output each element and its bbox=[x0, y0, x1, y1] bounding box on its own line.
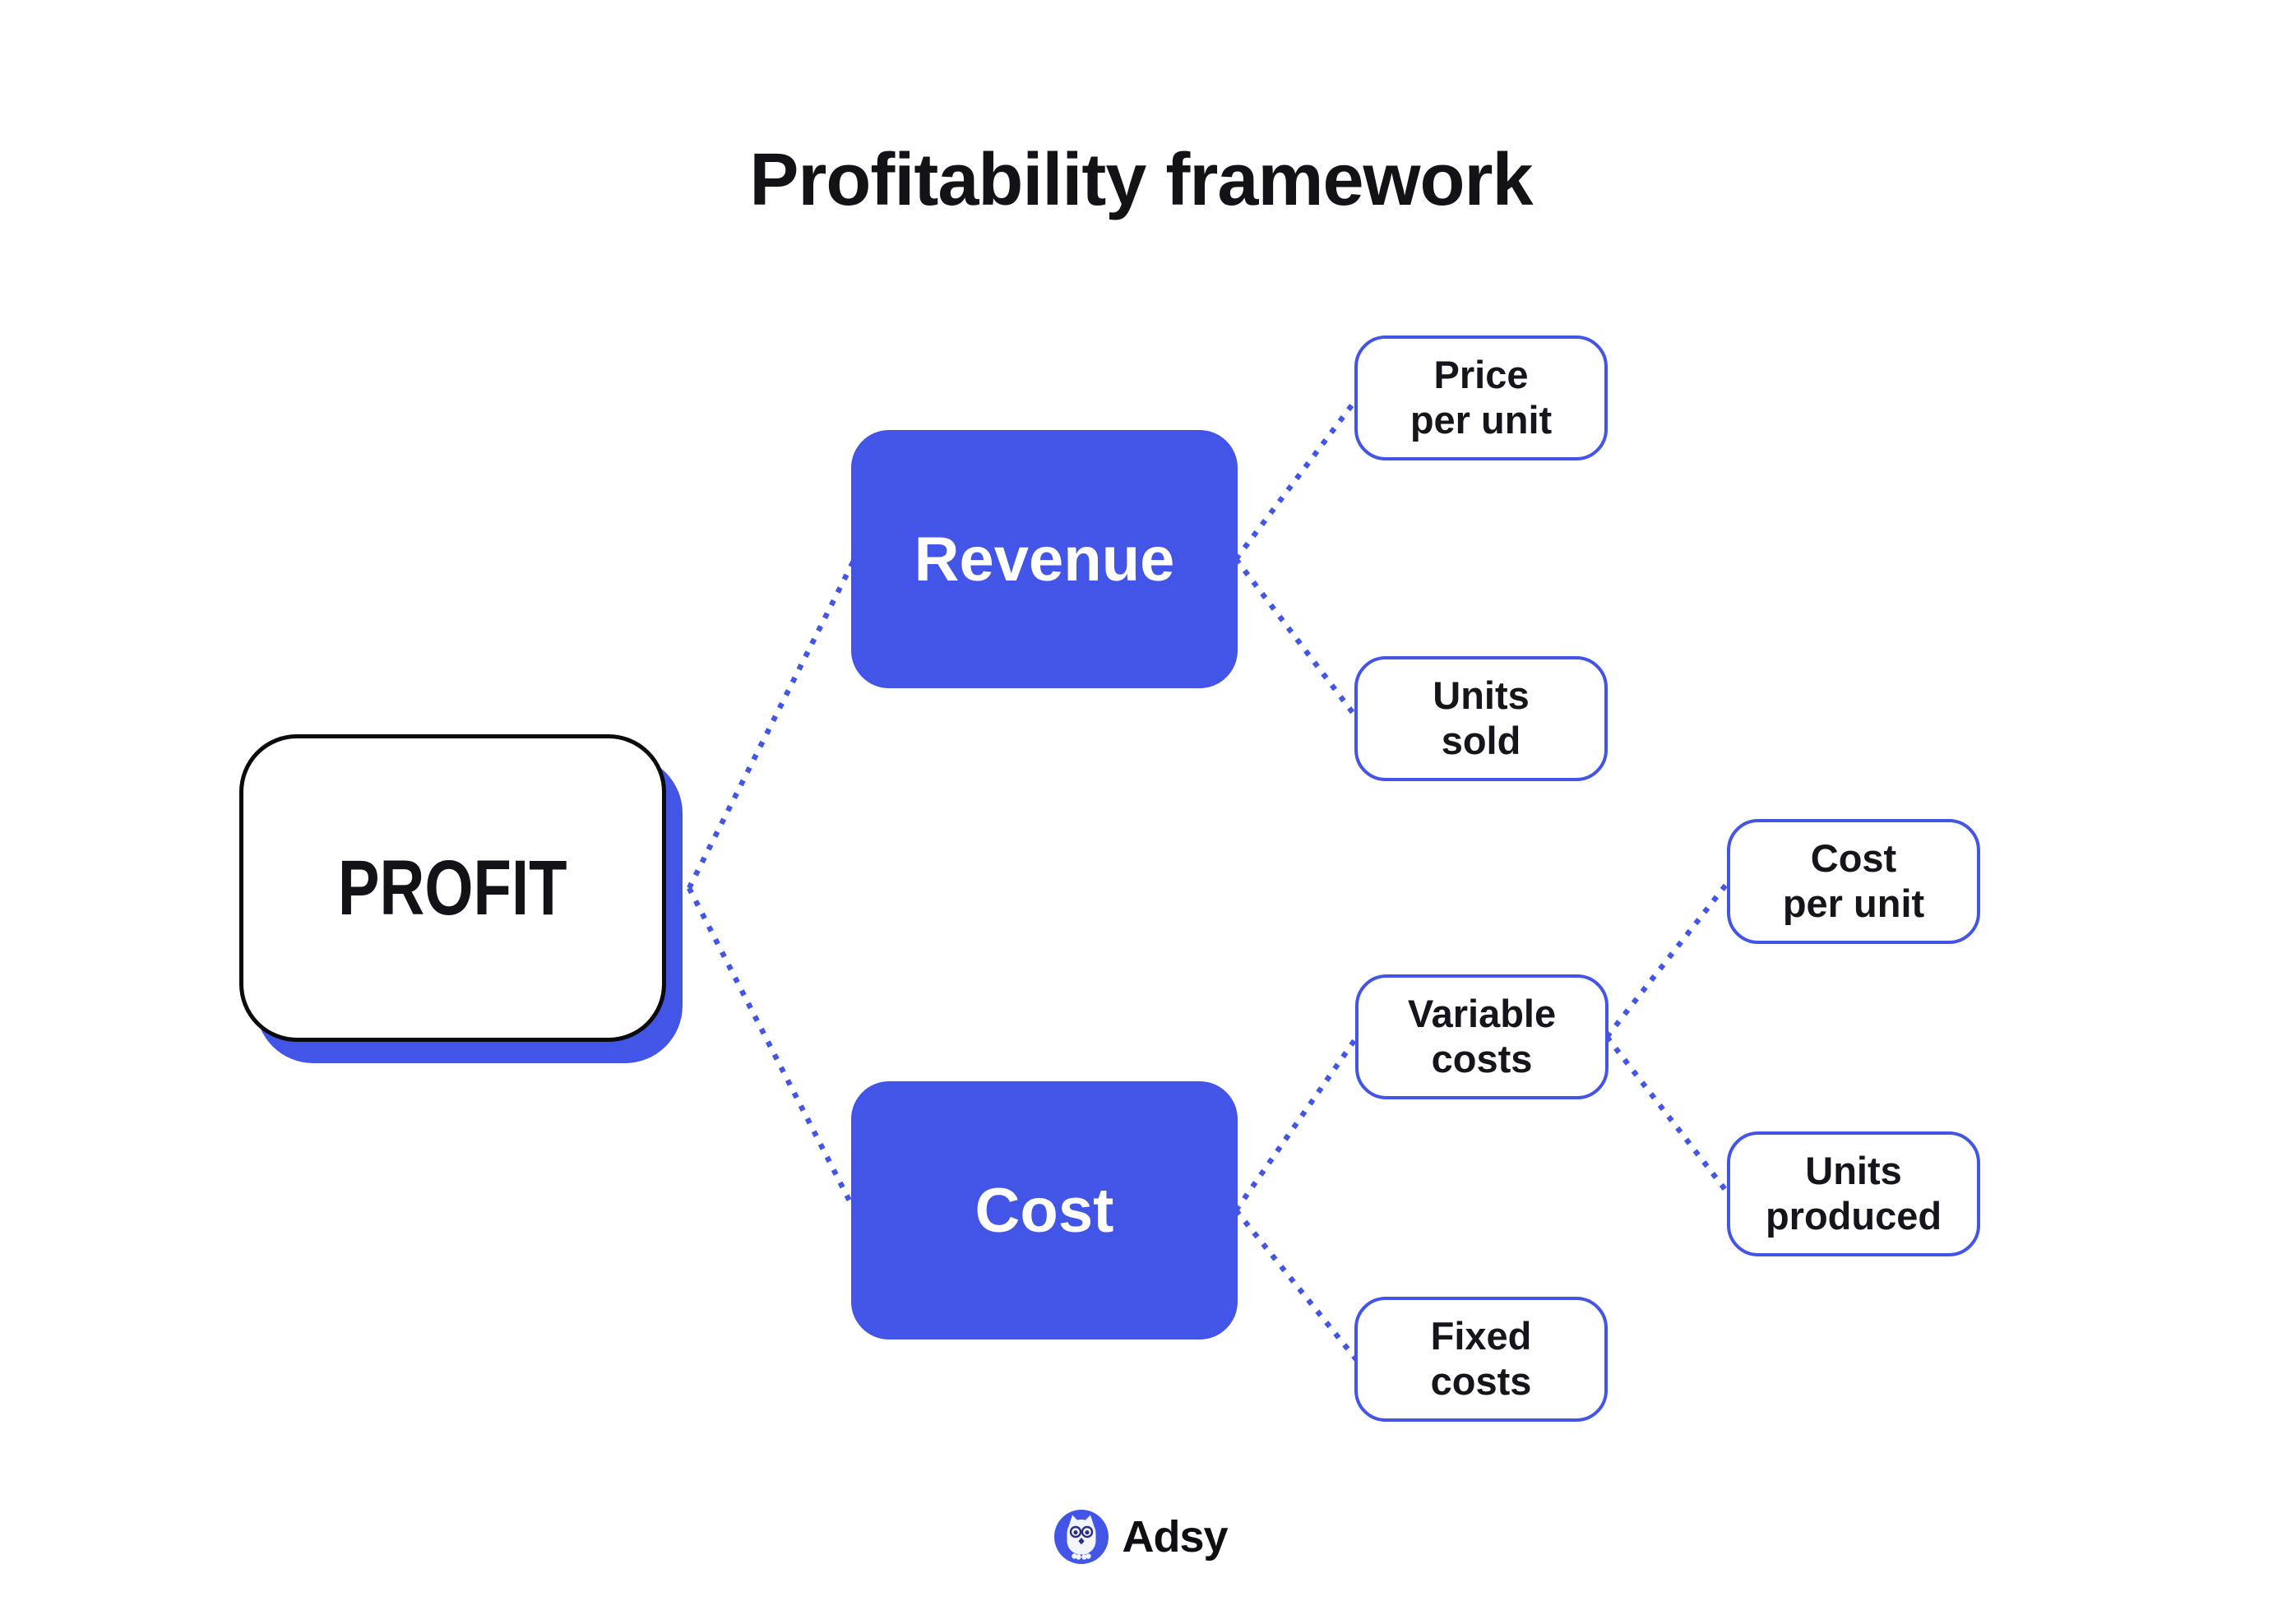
units-produced-node: Units produced bbox=[1727, 1131, 1980, 1256]
fixed-costs-label-line2: costs bbox=[1430, 1359, 1532, 1403]
units-produced-label-line2: produced bbox=[1765, 1194, 1942, 1238]
edge-revenue-units-sold bbox=[1234, 558, 1359, 719]
units-produced-label-line1: Units bbox=[1805, 1149, 1902, 1193]
brand-footer: Adsy bbox=[0, 1510, 2282, 1564]
edge-revenue-price-per-unit bbox=[1234, 398, 1359, 561]
edge-profit-cost bbox=[687, 886, 856, 1210]
units-sold-label-line1: Units bbox=[1433, 673, 1530, 718]
revenue-node: Revenue bbox=[851, 430, 1238, 688]
adsy-logo bbox=[1054, 1510, 1109, 1564]
price-per-unit-label-line1: Price bbox=[1433, 353, 1529, 397]
owl-icon bbox=[1054, 1510, 1109, 1564]
price-per-unit-node: Price per unit bbox=[1354, 335, 1608, 460]
variable-costs-node: Variable costs bbox=[1355, 974, 1609, 1099]
cost-node: Cost bbox=[851, 1081, 1238, 1339]
units-sold-label-line2: sold bbox=[1441, 719, 1521, 762]
units-sold-node: Units sold bbox=[1354, 656, 1608, 781]
brand-name: Adsy bbox=[1122, 1512, 1228, 1562]
variable-costs-label-line1: Variable bbox=[1407, 992, 1557, 1036]
cost-per-unit-node: Cost per unit bbox=[1727, 819, 1980, 944]
edge-variable-cost-per-unit bbox=[1604, 879, 1731, 1039]
revenue-label: Revenue bbox=[914, 524, 1175, 595]
edge-variable-units-produced bbox=[1604, 1035, 1731, 1196]
edge-cost-variable-costs bbox=[1234, 1035, 1359, 1212]
price-per-unit-label-line2: per unit bbox=[1409, 398, 1553, 442]
edge-profit-revenue bbox=[687, 559, 856, 890]
edge-cost-fixed-costs bbox=[1234, 1208, 1359, 1362]
cost-per-unit-label-line2: per unit bbox=[1782, 881, 1925, 925]
page-title: Profitability framework bbox=[749, 139, 1533, 221]
profit-label: PROFIT bbox=[338, 844, 567, 932]
cost-label: Cost bbox=[974, 1175, 1114, 1246]
cost-per-unit-label-line1: Cost bbox=[1810, 836, 1897, 881]
fixed-costs-node: Fixed costs bbox=[1354, 1297, 1608, 1422]
variable-costs-label-line2: costs bbox=[1431, 1037, 1533, 1080]
profit-node: PROFIT bbox=[239, 734, 666, 1042]
fixed-costs-label-line1: Fixed bbox=[1430, 1314, 1532, 1358]
